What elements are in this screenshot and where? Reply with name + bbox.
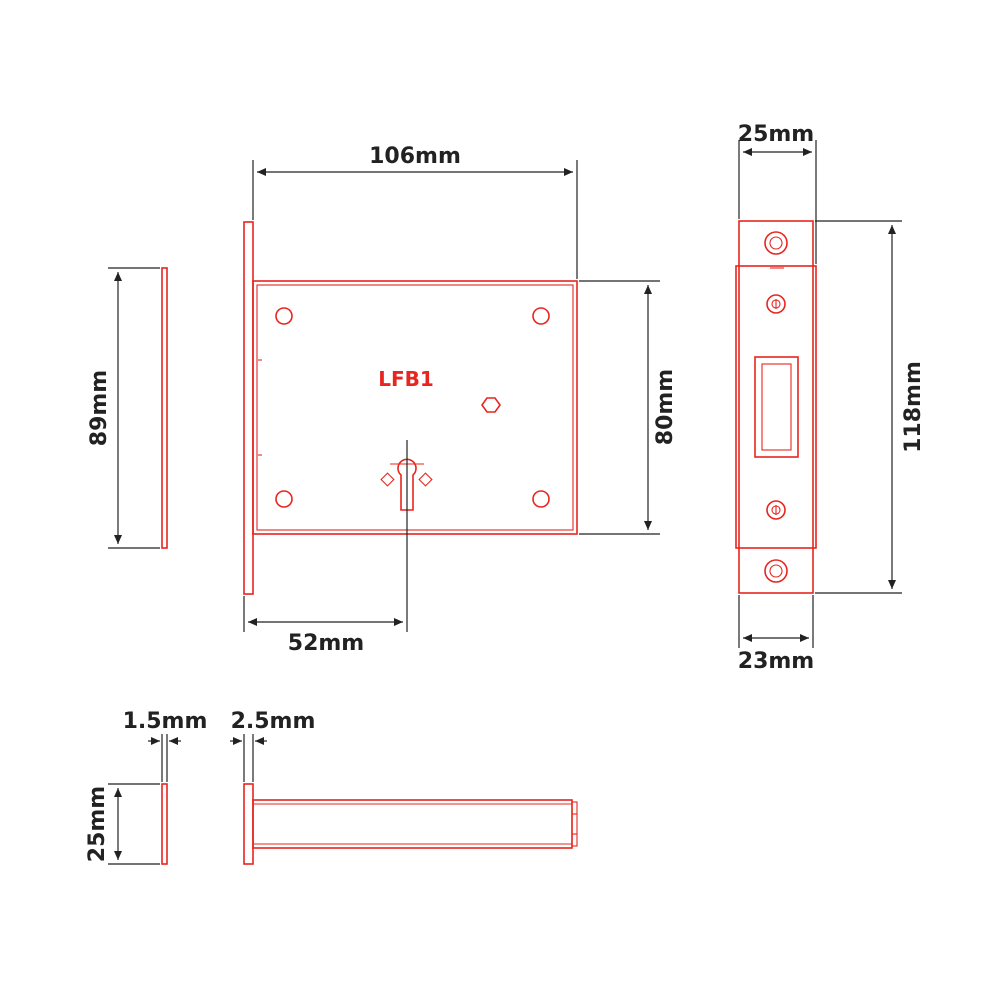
forend-height-label: 89mm [87,370,112,446]
fixing-hole-icon [275,307,293,325]
screw-hole-icon [764,231,788,255]
dimension-keyhole-offset: 52mm [243,440,408,656]
forend-thickness-label: 1.5mm [123,709,208,734]
fixing-hole-icon [275,490,293,508]
dimension-keep-height: 118mm [815,220,926,594]
dimension-keep-width-top: 25mm [738,122,817,264]
lock-body-side [243,783,578,865]
fixing-hole-icon [532,307,550,325]
hex-spindle-icon [481,397,501,413]
dimension-body-height: 80mm [579,280,678,535]
keep-width-top-label: 25mm [738,122,814,147]
dimension-body-width: 106mm [252,144,578,279]
bolt-aperture [754,356,799,458]
lock-body: LFB1 [243,221,578,595]
keyhole-offset-label: 52mm [288,631,364,656]
fixing-hole-icon [532,490,550,508]
screw-icon [766,500,786,520]
dimension-forend-thickness: 1.5mm [123,709,208,782]
screw-hole-icon [764,559,788,583]
body-height-label: 80mm [653,369,678,445]
screw-icon [766,294,786,314]
forend-plate-front [161,267,168,549]
dimension-forend-height: 89mm [87,267,160,549]
dimension-forend-depth: 25mm [85,783,160,865]
body-width-label: 106mm [369,144,461,169]
keep-width-bottom-label: 23mm [738,649,814,674]
strike-keep [735,220,817,594]
dimension-keep-width-bottom: 23mm [738,595,814,674]
plate-thickness-label: 2.5mm [231,709,316,734]
dimension-plate-thickness: 2.5mm [230,709,315,782]
model-label: LFB1 [378,367,434,391]
forend-plate-side [161,783,168,865]
keep-height-label: 118mm [901,361,926,453]
forend-depth-label: 25mm [85,786,110,862]
